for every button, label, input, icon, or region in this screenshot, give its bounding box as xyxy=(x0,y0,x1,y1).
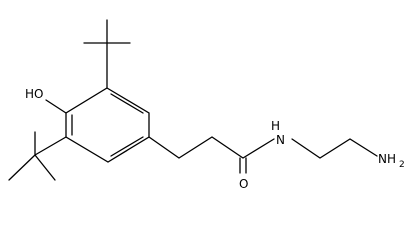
bond-skeleton xyxy=(8,19,378,181)
hydroxyl-bond xyxy=(45,99,67,114)
benzene-ring-bonds xyxy=(65,87,150,163)
top-tert-butyl-bonds xyxy=(83,19,131,89)
amide-n-label: N xyxy=(276,133,285,147)
bottom-tert-butyl-bonds xyxy=(8,131,67,181)
aromatic-double-bonds xyxy=(71,93,144,157)
carbonyl-double-bond xyxy=(239,157,247,174)
ethylenediamine-chain-bonds xyxy=(291,138,378,159)
propanamide-chain-bonds xyxy=(148,136,275,159)
amide-nh-h-label: H xyxy=(271,119,280,133)
hydroxyl-label: HO xyxy=(25,87,43,101)
chemical-structure-diagram: HO H N O NH 2 xyxy=(8,19,405,191)
carbonyl-oxygen-label: O xyxy=(239,177,248,191)
amine-subscript-label: 2 xyxy=(399,160,405,170)
amine-label: NH xyxy=(378,152,396,166)
